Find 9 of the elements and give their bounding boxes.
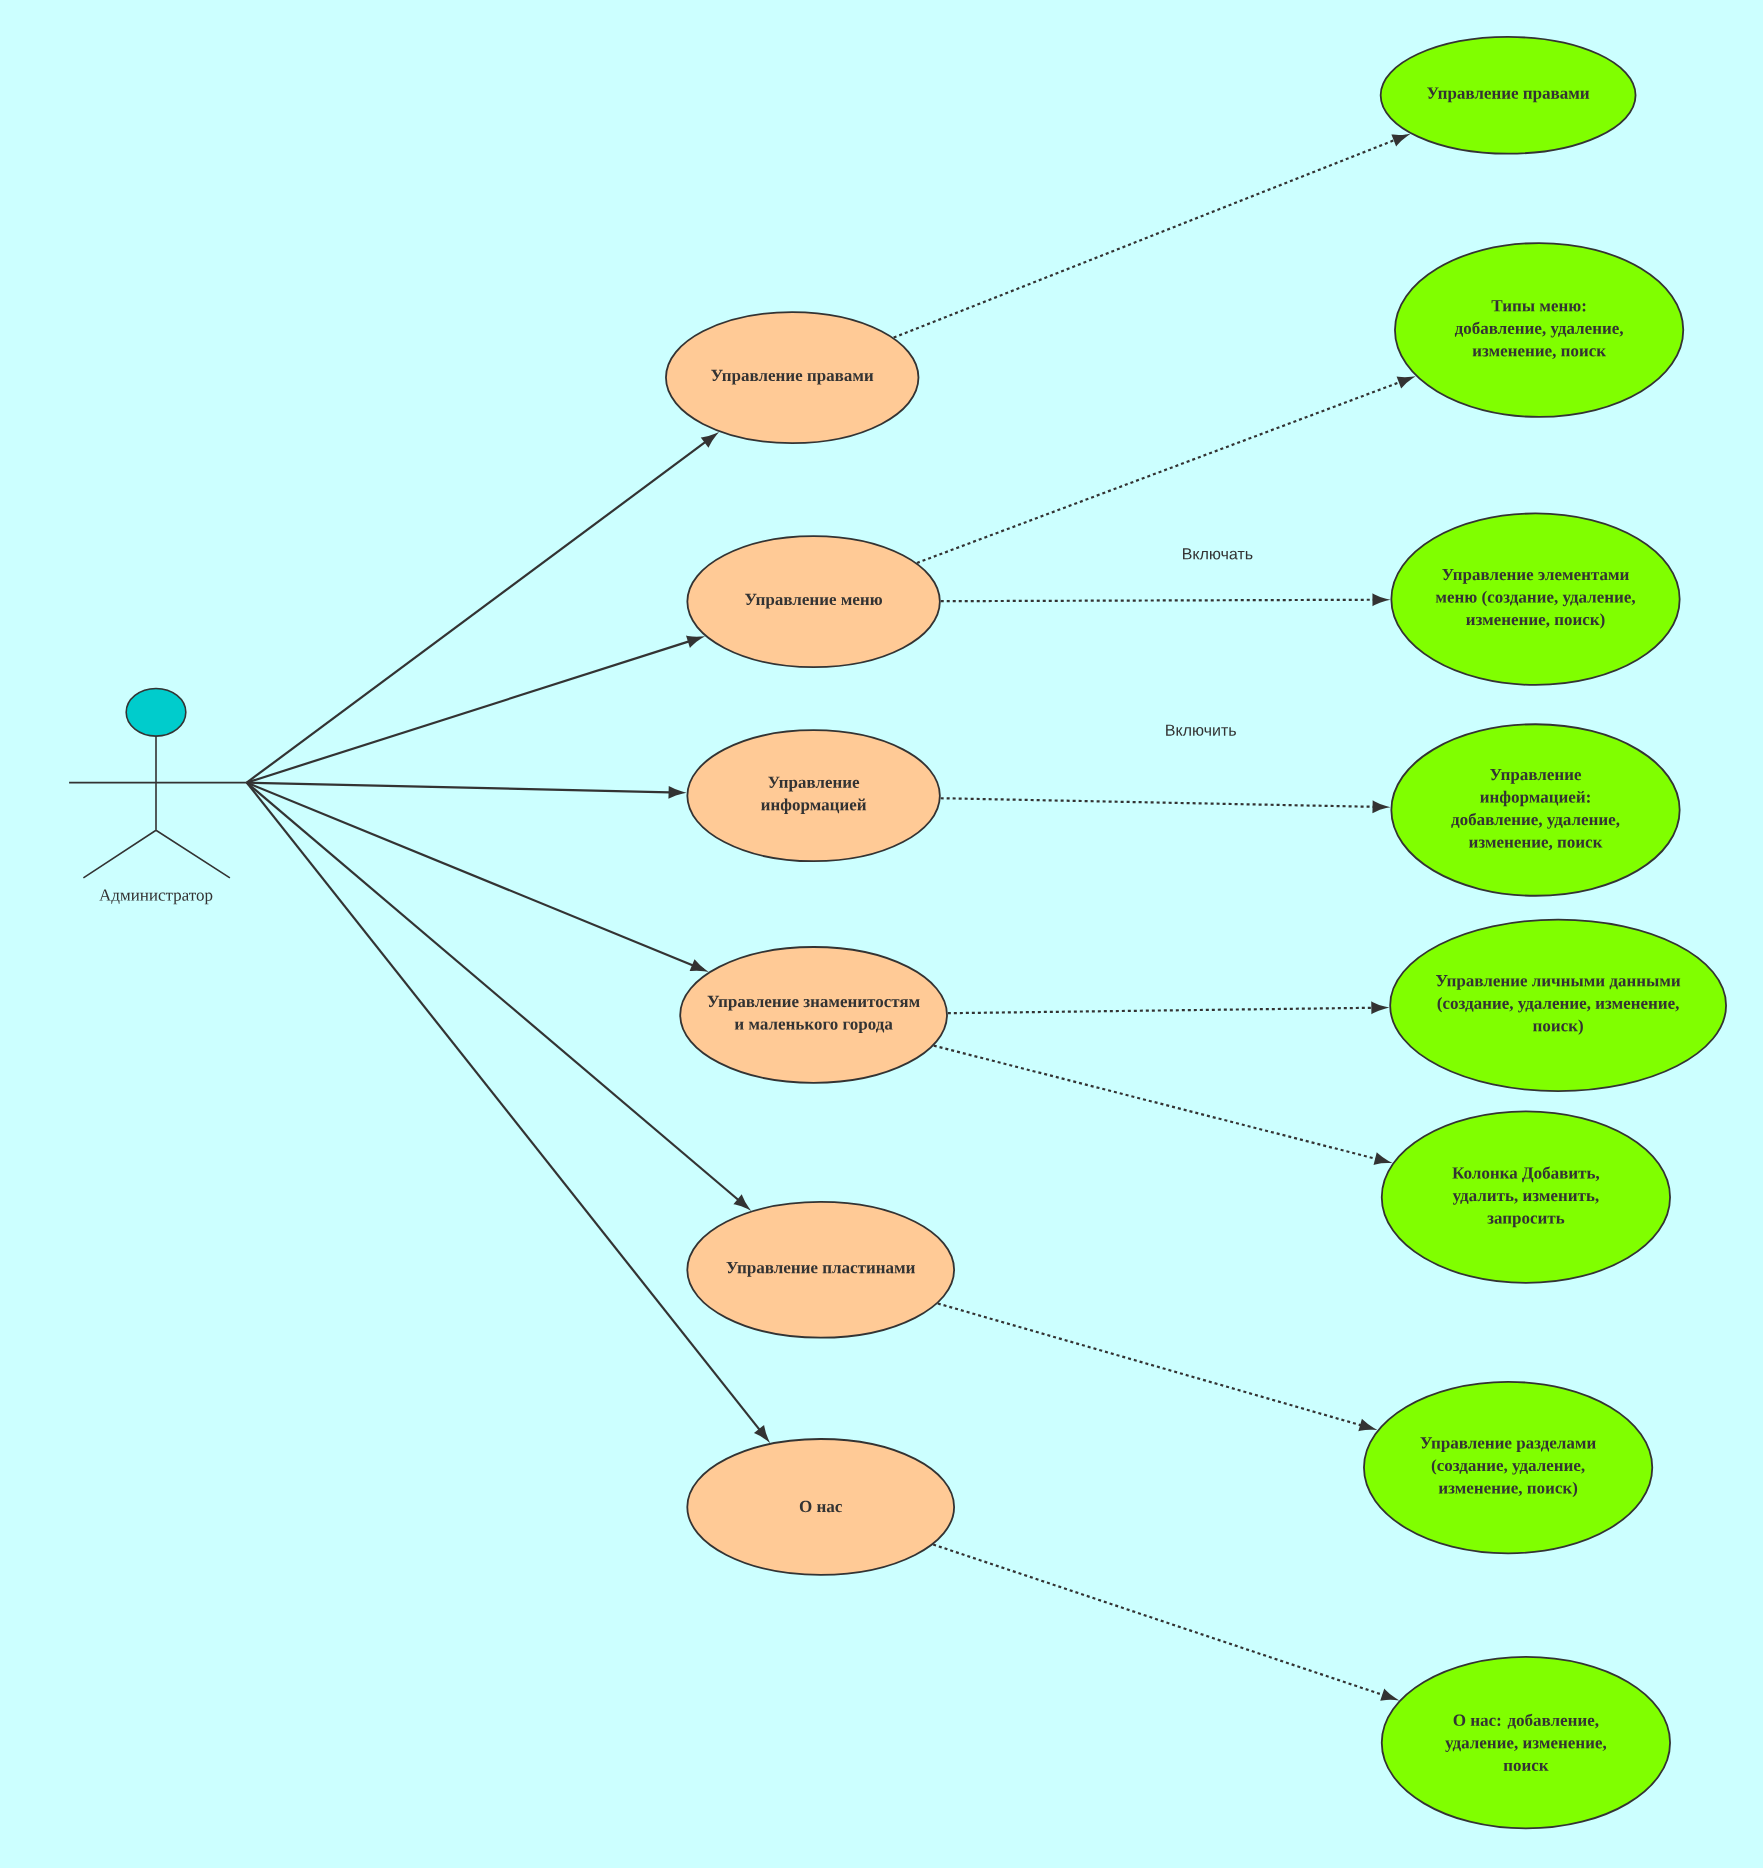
arrow: [245, 781, 769, 1441]
node-label: Администратор: [99, 889, 213, 905]
arrow: [246, 781, 706, 972]
dotted-arrow: [932, 1543, 1396, 1701]
dotted-arrow: [893, 134, 1408, 339]
dotted-arrow: [933, 1044, 1390, 1165]
actor-figure: Администратор: [68, 687, 248, 905]
dotted-arrow: [916, 376, 1413, 564]
edge-label: Включать: [1180, 547, 1255, 561]
